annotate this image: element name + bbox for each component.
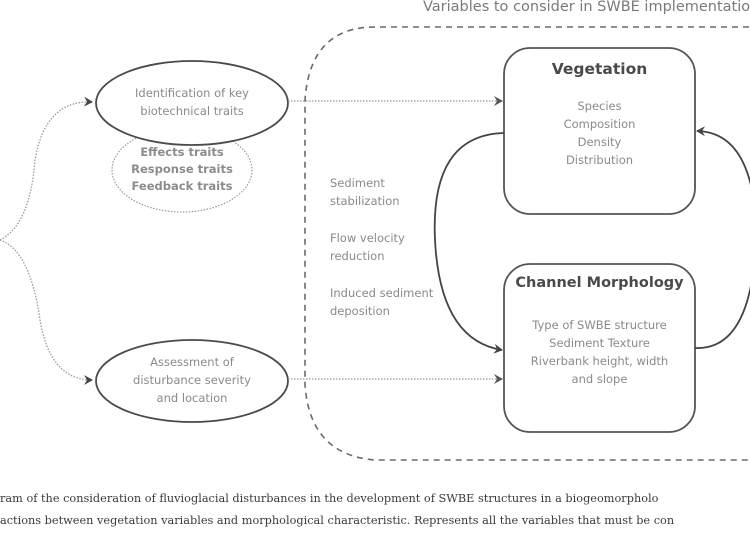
trait-item: Response traits [131,162,233,176]
assessment-line: and location [156,391,228,405]
channel-morphology-items: Type of SWBE structure Sediment Texture … [504,316,695,388]
traits-list: Effects traits Response traits Feedback … [112,144,252,195]
assessment-line: disturbance severity [133,373,251,387]
loop-vegetation-to-channel [433,132,505,354]
branch-connector-bottom [0,239,93,385]
channel-item: and slope [571,372,628,386]
process-line: stabilization [330,194,400,208]
process-flow-velocity-reduction: Flow velocity reduction [330,229,405,265]
vegetation-title: Vegetation [551,60,648,78]
vegetation-box[interactable] [503,47,696,215]
channel-morphology-title: Channel Morphology [515,275,684,291]
trait-item: Effects traits [140,145,224,159]
assessment-line: Assessment of [150,355,234,369]
vegetation-item: Composition [563,117,636,131]
assessment-label: Assessment of disturbance severity and l… [108,353,276,407]
loop-channel-to-vegetation [694,126,750,349]
figure-caption: ram of the consideration of fluvioglacia… [0,488,750,532]
process-line: Sediment [330,176,385,190]
container-title: Variables to consider in SWBE implementa… [423,0,750,15]
identification-line: Identification of key [135,86,249,100]
vegetation-item: Distribution [565,153,634,167]
process-induced-sediment-deposition: Induced sediment deposition [330,284,433,320]
assessment-ellipse[interactable] [95,339,289,423]
identification-label: Identification of key biotechnical trait… [108,84,276,120]
process-sediment-stabilization: Sediment stabilization [330,174,400,210]
caption-line-2: actions between vegetation variables and… [0,514,675,527]
vegetation-item: Density [577,135,622,149]
process-line: deposition [330,304,390,318]
channel-item: Sediment Texture [549,336,650,350]
identification-ellipse[interactable] [95,60,289,146]
identification-line: biotechnical traits [140,104,244,118]
process-line: reduction [330,249,385,263]
caption-line-1: ram of the consideration of fluvioglacia… [0,492,659,505]
vegetation-items: Species Composition Density Distribution [504,97,695,169]
channel-item: Type of SWBE structure [532,318,667,332]
channel-item: Riverbank height, width [530,354,669,368]
trait-item: Feedback traits [131,179,233,193]
process-line: Flow velocity [330,231,405,245]
process-line: Induced sediment [330,286,434,300]
branch-connector-top [0,96,93,241]
vegetation-item: Species [577,99,622,113]
container-outline [304,26,750,461]
